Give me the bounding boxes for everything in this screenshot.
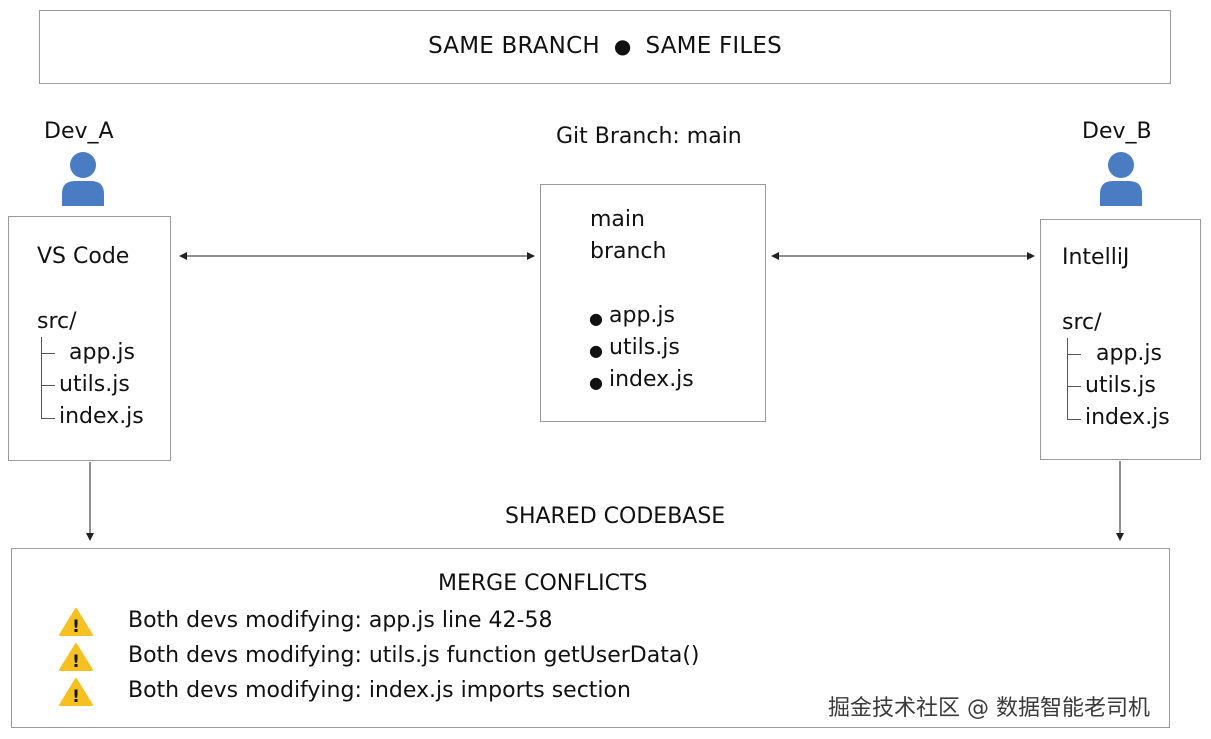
banner-dot: ● [613, 34, 632, 58]
svg-text:!: ! [72, 652, 80, 672]
dev-b-label: Dev_B [1082, 119, 1152, 144]
tree-connector [41, 385, 55, 386]
banner-same-branch: SAME BRANCH [428, 33, 600, 59]
intellij-box: IntelliJ src/ app.js utils.js index.js [1040, 219, 1201, 460]
conflict-text: Both devs modifying: index.js imports se… [128, 678, 631, 703]
file-item: index.js [609, 367, 694, 392]
vscode-box: VS Code src/ app.js utils.js index.js [8, 216, 171, 461]
tree-connector [41, 353, 55, 354]
conflict-text: Both devs modifying: utils.js function g… [128, 643, 700, 668]
file-item: app.js [1096, 341, 1162, 366]
banner-same-files: SAME FILES [645, 33, 782, 59]
file-item: utils.js [1085, 373, 1156, 398]
branch-label: branch [590, 239, 667, 264]
folder-name: src/ [37, 309, 77, 334]
conflict-text: Both devs modifying: app.js line 42-58 [128, 608, 553, 633]
bullet-dot: ● [589, 309, 603, 328]
svg-text:!: ! [72, 617, 80, 637]
tree-connector [1067, 419, 1081, 420]
svg-text:!: ! [72, 687, 80, 707]
banner-box: SAME BRANCH ● SAME FILES [39, 10, 1171, 84]
merge-conflicts-title: MERGE CONFLICTS [438, 571, 648, 596]
ide-title: VS Code [37, 244, 130, 269]
warning-icon: ! [59, 643, 93, 672]
tree-connector [41, 337, 42, 419]
bullet-dot: ● [589, 373, 603, 392]
ide-title: IntelliJ [1062, 245, 1130, 270]
person-icon [62, 152, 104, 206]
shared-codebase-label: SHARED CODEBASE [505, 504, 726, 529]
person-icon [1100, 152, 1142, 206]
file-item: index.js [59, 404, 144, 429]
watermark: 掘金技术社区 @ 数据智能老司机 [828, 696, 1150, 721]
warning-icon: ! [59, 678, 93, 707]
folder-name: src/ [1062, 310, 1102, 335]
main-label: main [590, 207, 645, 232]
file-item: utils.js [609, 335, 680, 360]
tree-connector [1067, 338, 1068, 420]
merge-conflicts-box: MERGE CONFLICTS ! Both devs modifying: a… [11, 548, 1170, 728]
file-item: app.js [609, 303, 675, 328]
file-item: index.js [1085, 405, 1170, 430]
file-item: utils.js [59, 372, 130, 397]
warning-icon: ! [59, 608, 93, 637]
git-branch-box: main branch ● app.js ● utils.js ● index.… [540, 184, 766, 422]
bullet-dot: ● [589, 341, 603, 360]
tree-connector [1067, 386, 1081, 387]
tree-connector [1067, 354, 1081, 355]
banner-text: SAME BRANCH ● SAME FILES [40, 33, 1170, 59]
file-item: app.js [69, 340, 135, 365]
git-branch-title: Git Branch: main [556, 124, 742, 149]
tree-connector [41, 418, 55, 419]
dev-a-label: Dev_A [44, 119, 114, 144]
